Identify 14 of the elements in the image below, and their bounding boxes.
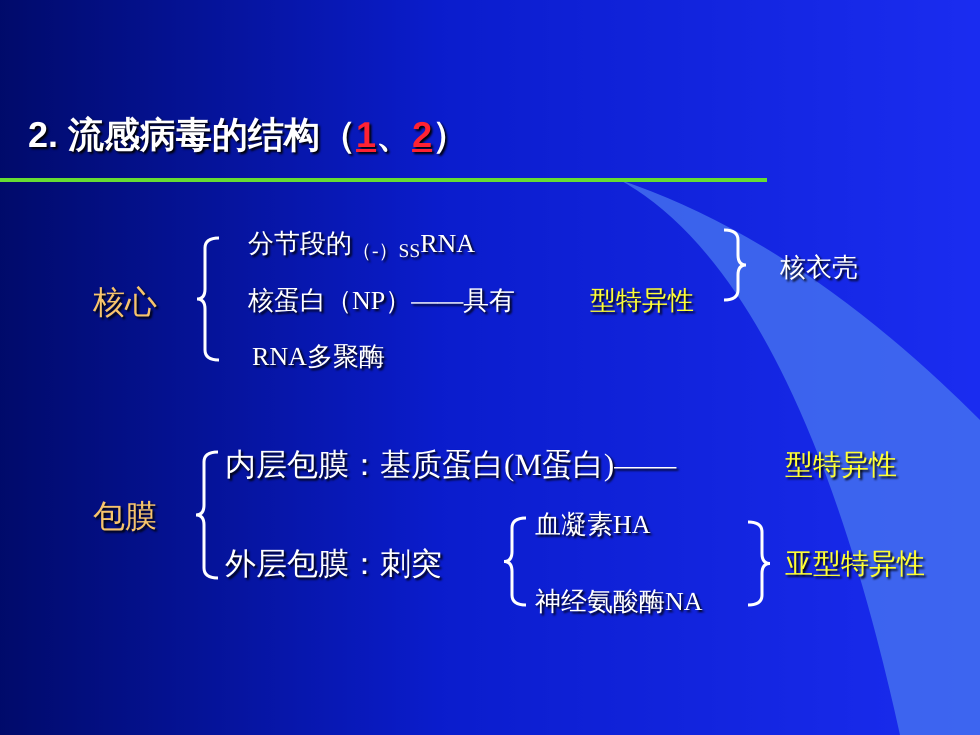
slide-title: 2. 流感病毒的结构（1、2）	[28, 113, 468, 157]
group-heading: 包膜	[93, 497, 157, 536]
list-item: 神经氨酸酶NA	[535, 586, 703, 618]
property-text: 型特异性	[590, 285, 694, 317]
property-text: 亚型特异性	[785, 548, 925, 582]
group-label: 核衣壳	[780, 252, 858, 284]
property-text: 型特异性	[785, 449, 897, 483]
list-item: 核蛋白（NP）——具有	[248, 285, 516, 317]
list-item: 分节段的$_{（-）SS}$RNA	[248, 228, 476, 260]
list-item: 外层包膜：刺突	[225, 545, 442, 583]
group-heading: 核心	[93, 283, 157, 322]
list-item: 血凝素HA	[535, 509, 651, 541]
list-item: RNA多聚酶	[252, 341, 385, 373]
list-item: 内层包膜：基质蛋白(M蛋白)——	[225, 446, 676, 484]
